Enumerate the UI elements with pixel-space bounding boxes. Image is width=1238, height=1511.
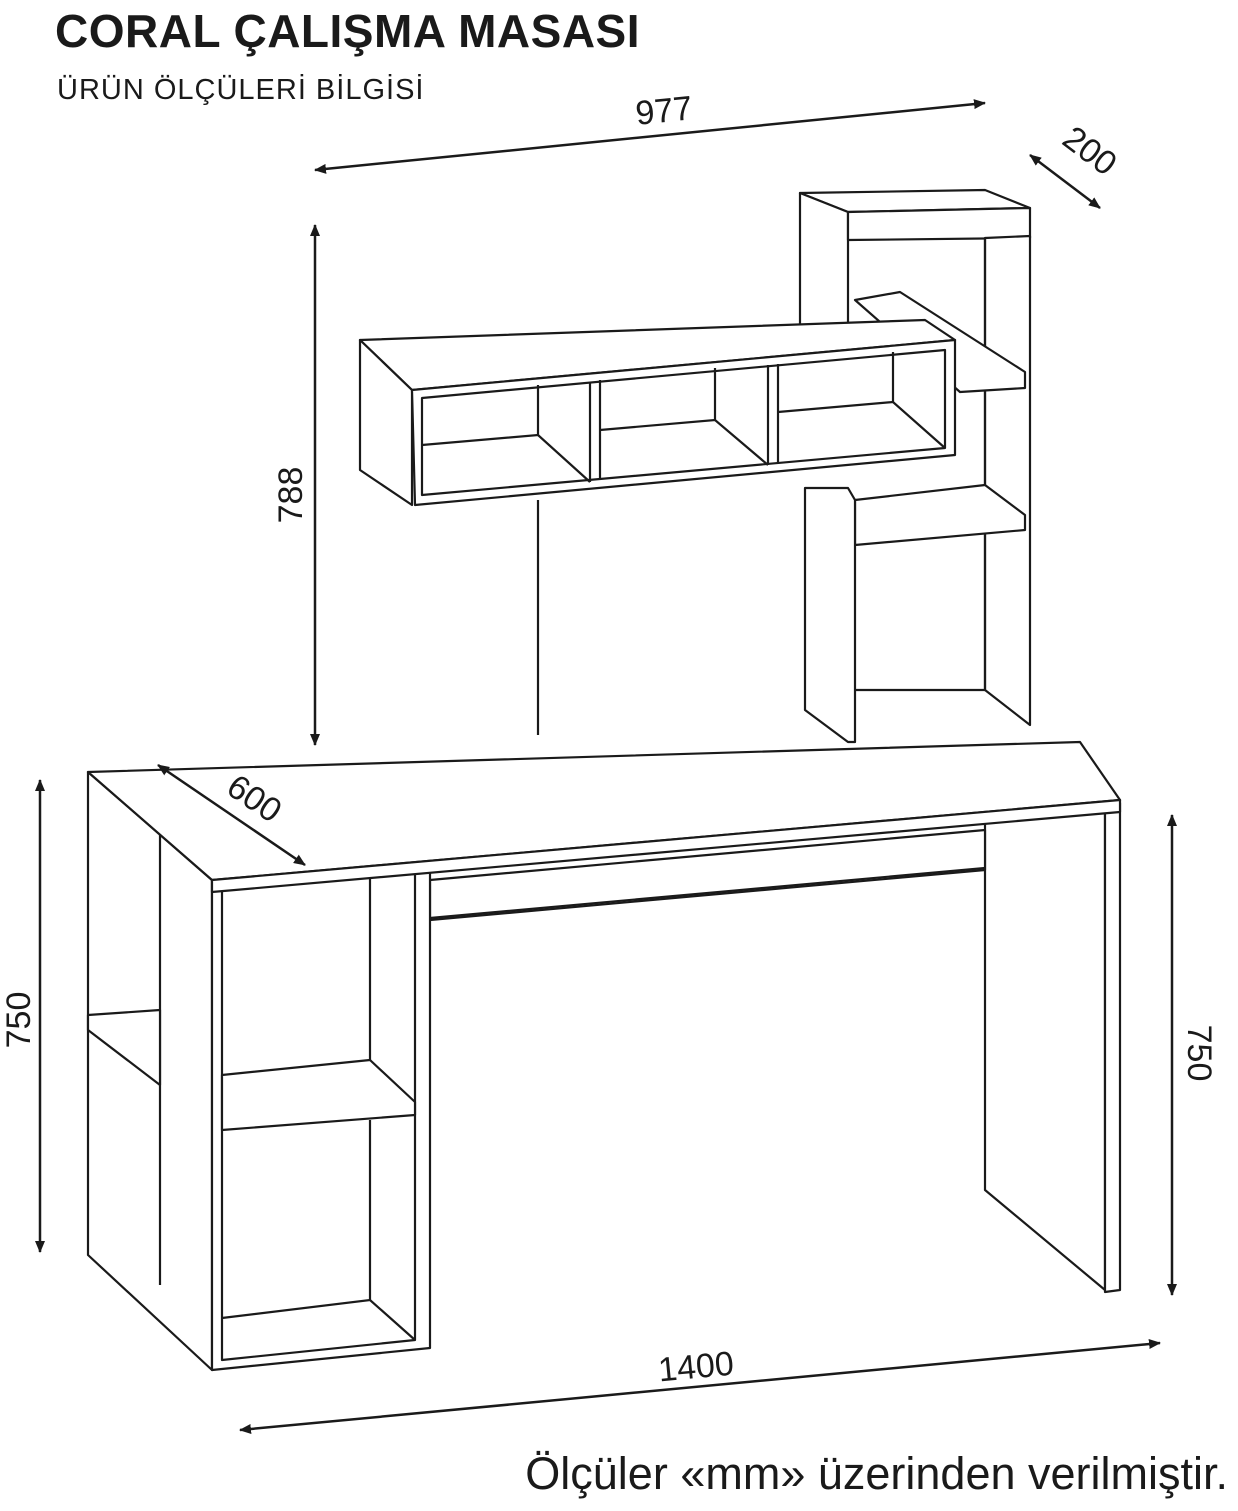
dimension-desk-height-left: 750	[0, 779, 45, 1253]
dimension-hutch-height: 788	[272, 224, 320, 746]
hutch-tower	[798, 188, 1032, 744]
hutch-shelf-unit	[358, 318, 957, 735]
dimension-label: 750	[0, 992, 38, 1049]
product-title: CORAL ÇALIŞMA MASASI	[55, 5, 640, 57]
dimension-hutch-width: 977	[314, 89, 986, 174]
dimension-label: 788	[272, 467, 310, 524]
dimension-desk-width: 1400	[239, 1339, 1161, 1434]
dimension-label: 1400	[657, 1345, 736, 1390]
units-note: Ölçüler «mm» üzerinden verilmiştir.	[525, 1448, 1228, 1499]
dimension-desk-height-right: 750	[1167, 814, 1218, 1296]
desk	[86, 740, 1122, 1372]
dimension-label: 200	[1056, 119, 1124, 183]
dimension-label: 977	[634, 89, 694, 132]
dimension-hutch-depth: 200	[1029, 119, 1124, 209]
dimension-label: 750	[1180, 1025, 1218, 1082]
